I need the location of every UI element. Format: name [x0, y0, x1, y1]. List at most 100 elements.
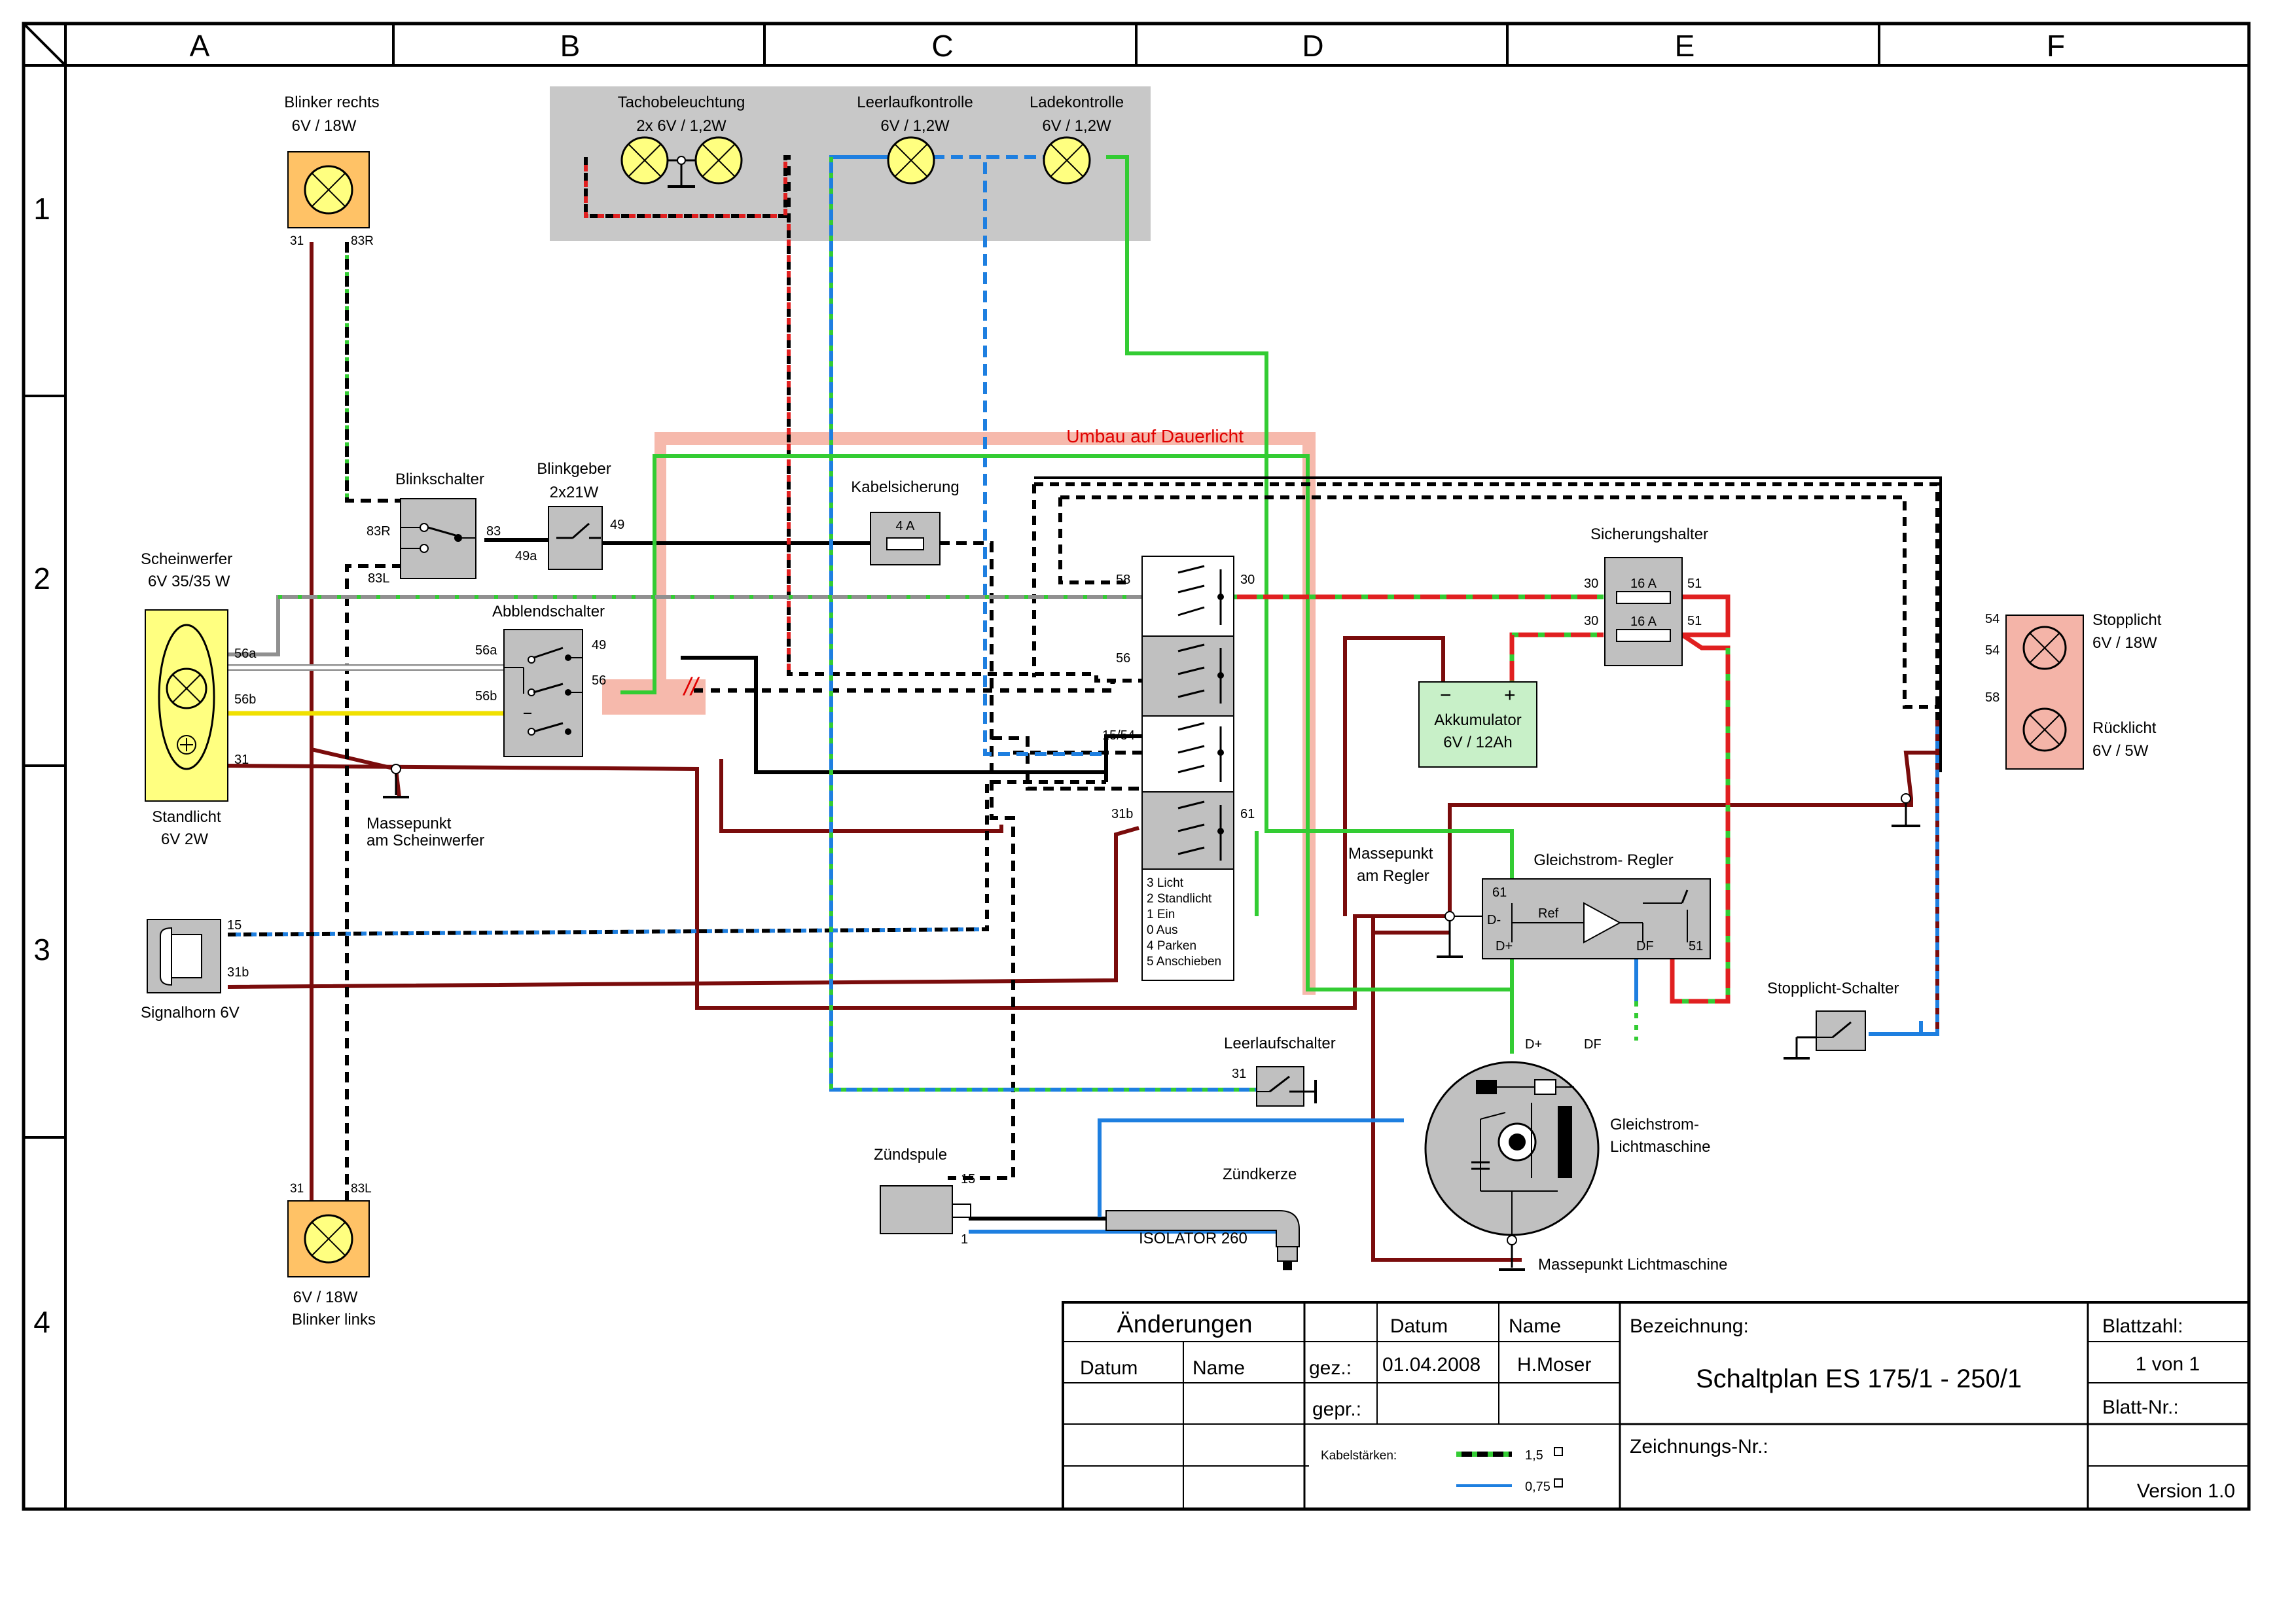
gepr-label: gepr.: — [1312, 1399, 1361, 1420]
zuendlichtschalter — [1141, 556, 1234, 981]
ground-symbol — [1499, 1235, 1525, 1271]
leerlaufschalter — [1256, 1066, 1317, 1107]
bezeichnung-label: Bezeichnung: — [1630, 1315, 1749, 1337]
gleichstrom-lichtmaschine — [1424, 1061, 1600, 1236]
terminal-label: 56 — [1116, 651, 1130, 666]
akkumulator-label: Akkumulator — [1434, 711, 1521, 729]
abblendschalter-label: Abblendschalter — [492, 603, 605, 620]
blattzahl-label: Blattzahl: — [2102, 1315, 2183, 1337]
zuendkerze-label: Zündkerze — [1223, 1166, 1297, 1183]
terminal-label: 31 — [234, 753, 249, 767]
stopplicht-label: Stopplicht — [2092, 611, 2162, 629]
blinkgeber-label: Blinkgeber — [537, 460, 611, 478]
kabelsicherung-fuse: 4 A — [896, 519, 916, 533]
leerlaufkontrolle-spec: 6V / 1,2W — [880, 117, 950, 135]
blinker-links — [287, 1200, 370, 1277]
terminal-label: 83R — [351, 234, 374, 248]
switch-legend-item: 4 Parken — [1147, 939, 1196, 953]
blinkgeber — [548, 506, 603, 570]
zuendspule-label: Zündspule — [874, 1146, 947, 1164]
title-block — [1062, 1301, 2250, 1510]
datum-column: Datum — [1080, 1357, 1138, 1379]
blinker-rechts — [287, 151, 370, 228]
akkumulator — [1418, 681, 1537, 768]
tacho-lamps — [620, 136, 743, 188]
terminal-label: 31 — [290, 1182, 304, 1196]
sicherungshalter-label: Sicherungshalter — [1590, 526, 1708, 543]
tacho-label: Tachobeleuchtung — [618, 94, 745, 111]
blattnr-label: Blatt-Nr.: — [2102, 1397, 2179, 1418]
terminal-label: D+ — [1525, 1037, 1542, 1052]
cable-gauge-legend — [1456, 1447, 1563, 1488]
scheinwerfer-label: Scheinwerfer — [141, 550, 232, 568]
terminal-label: 15 — [227, 918, 242, 933]
blinker-rechts-spec: 6V / 18W — [292, 117, 357, 135]
terminal-label: D- — [1487, 913, 1501, 927]
terminal-label: 31 — [1232, 1067, 1246, 1081]
terminal-label: 61 — [1240, 807, 1255, 821]
grid-col-label: E — [1675, 29, 1695, 63]
terminal-label: D+ — [1496, 939, 1513, 954]
terminal-label: 31 — [290, 234, 304, 248]
terminal-label: 83 — [486, 524, 501, 539]
terminal-label: 56 — [592, 673, 606, 688]
blinker-links-spec: 6V / 18W — [293, 1289, 358, 1306]
terminal-label: 51 — [1689, 939, 1703, 954]
grid-row-label: 1 — [33, 192, 50, 226]
grid-col-label: C — [931, 29, 953, 63]
blinker-links-label: Blinker links — [292, 1311, 376, 1329]
dauerlicht-cut-mark: // — [682, 673, 700, 701]
zuendkerze-type: ISOLATOR 260 — [1139, 1230, 1247, 1247]
stopplicht-spec: 6V / 18W — [2092, 634, 2157, 652]
switch-legend-item: 3 Licht — [1147, 876, 1184, 890]
blinkgeber-spec: 2x21W — [550, 484, 599, 501]
gez-name: H.Moser — [1517, 1354, 1591, 1376]
leerlaufschalter-label: Leerlaufschalter — [1224, 1035, 1336, 1052]
stopplicht-ruecklicht — [2005, 615, 2084, 770]
terminal-label: 56a — [475, 643, 497, 658]
terminal-label: 1 — [961, 1232, 968, 1247]
blinker-rechts-label: Blinker rechts — [284, 94, 379, 111]
zuendspule — [880, 1185, 971, 1234]
signalhorn-label: Signalhorn 6V — [141, 1004, 240, 1022]
terminal-label: 49 — [610, 518, 624, 532]
ruecklicht-spec: 6V / 5W — [2092, 742, 2149, 760]
zuendkerze — [1105, 1210, 1300, 1270]
blattzahl-value: 1 von 1 — [2136, 1353, 2200, 1375]
scheinwerfer-spec: 6V 35/35 W — [148, 573, 230, 590]
battery-plus: + — [1504, 685, 1516, 706]
standlicht-label: Standlicht — [152, 808, 221, 826]
terminal-label: 56a — [234, 647, 257, 661]
switch-legend-item: 5 Anschieben — [1147, 955, 1221, 969]
fuse-label: 16 A — [1630, 577, 1657, 591]
switch-legend-item: 0 Aus — [1147, 923, 1178, 937]
kabelstaerken-label: Kabelstärken: — [1321, 1449, 1397, 1463]
leerlaufkontrolle-lamp — [887, 136, 935, 185]
kabelsicherung — [870, 512, 941, 565]
terminal-label: 31b — [227, 965, 249, 980]
battery-minus: − — [1440, 685, 1452, 706]
datum-header: Datum — [1390, 1315, 1448, 1337]
tacho-spec: 2x 6V / 1,2W — [636, 117, 726, 135]
name-column: Name — [1193, 1357, 1245, 1379]
terminal-label: 54 — [1985, 612, 2000, 626]
massepunkt-scheinwerfer-symbol — [383, 764, 409, 798]
terminal-label: 58 — [1985, 690, 2000, 705]
drawing-title: Schaltplan ES 175/1 - 250/1 — [1696, 1364, 2022, 1393]
terminal-label: 56b — [234, 692, 256, 707]
grid-row-label: 4 — [33, 1305, 50, 1339]
grid-col-label: B — [560, 29, 581, 63]
akkumulator-spec: 6V / 12Ah — [1443, 734, 1512, 751]
gauge-value: 0,75 — [1525, 1480, 1551, 1494]
terminal-label: 51 — [1687, 614, 1702, 628]
gauge-value: 1,5 — [1525, 1448, 1543, 1463]
massepunkt-regler-label: am Regler — [1357, 867, 1429, 885]
terminal-label: 51 — [1687, 577, 1702, 591]
grid-row-label: 2 — [33, 562, 50, 596]
dauerlicht-label: Umbau auf Dauerlicht — [1066, 426, 1244, 446]
terminal-label: 15 — [961, 1172, 975, 1186]
leerlaufkontrolle-label: Leerlaufkontrolle — [857, 94, 973, 111]
ground-symbol — [1892, 793, 1920, 827]
terminal-label: Ref — [1538, 906, 1559, 921]
